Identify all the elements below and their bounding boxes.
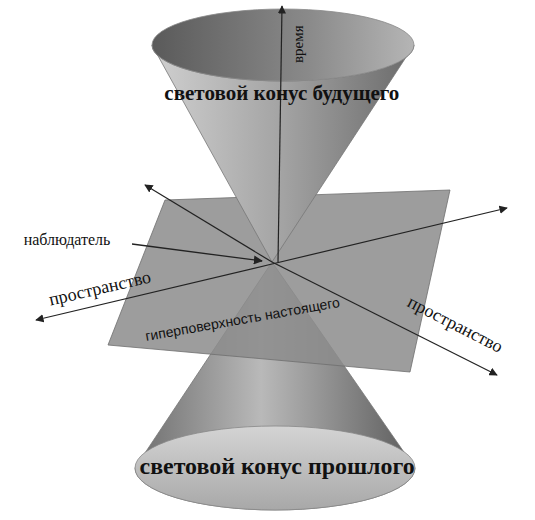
axes: [36, 6, 507, 375]
cone-label: световой конус будущего: [164, 81, 399, 105]
axis-label: время: [290, 25, 307, 63]
callout-label: наблюдатель: [24, 231, 111, 249]
future-cone: [152, 9, 414, 262]
observer-leader: [132, 244, 262, 261]
cone-label: световой конус прошлого: [139, 453, 414, 479]
